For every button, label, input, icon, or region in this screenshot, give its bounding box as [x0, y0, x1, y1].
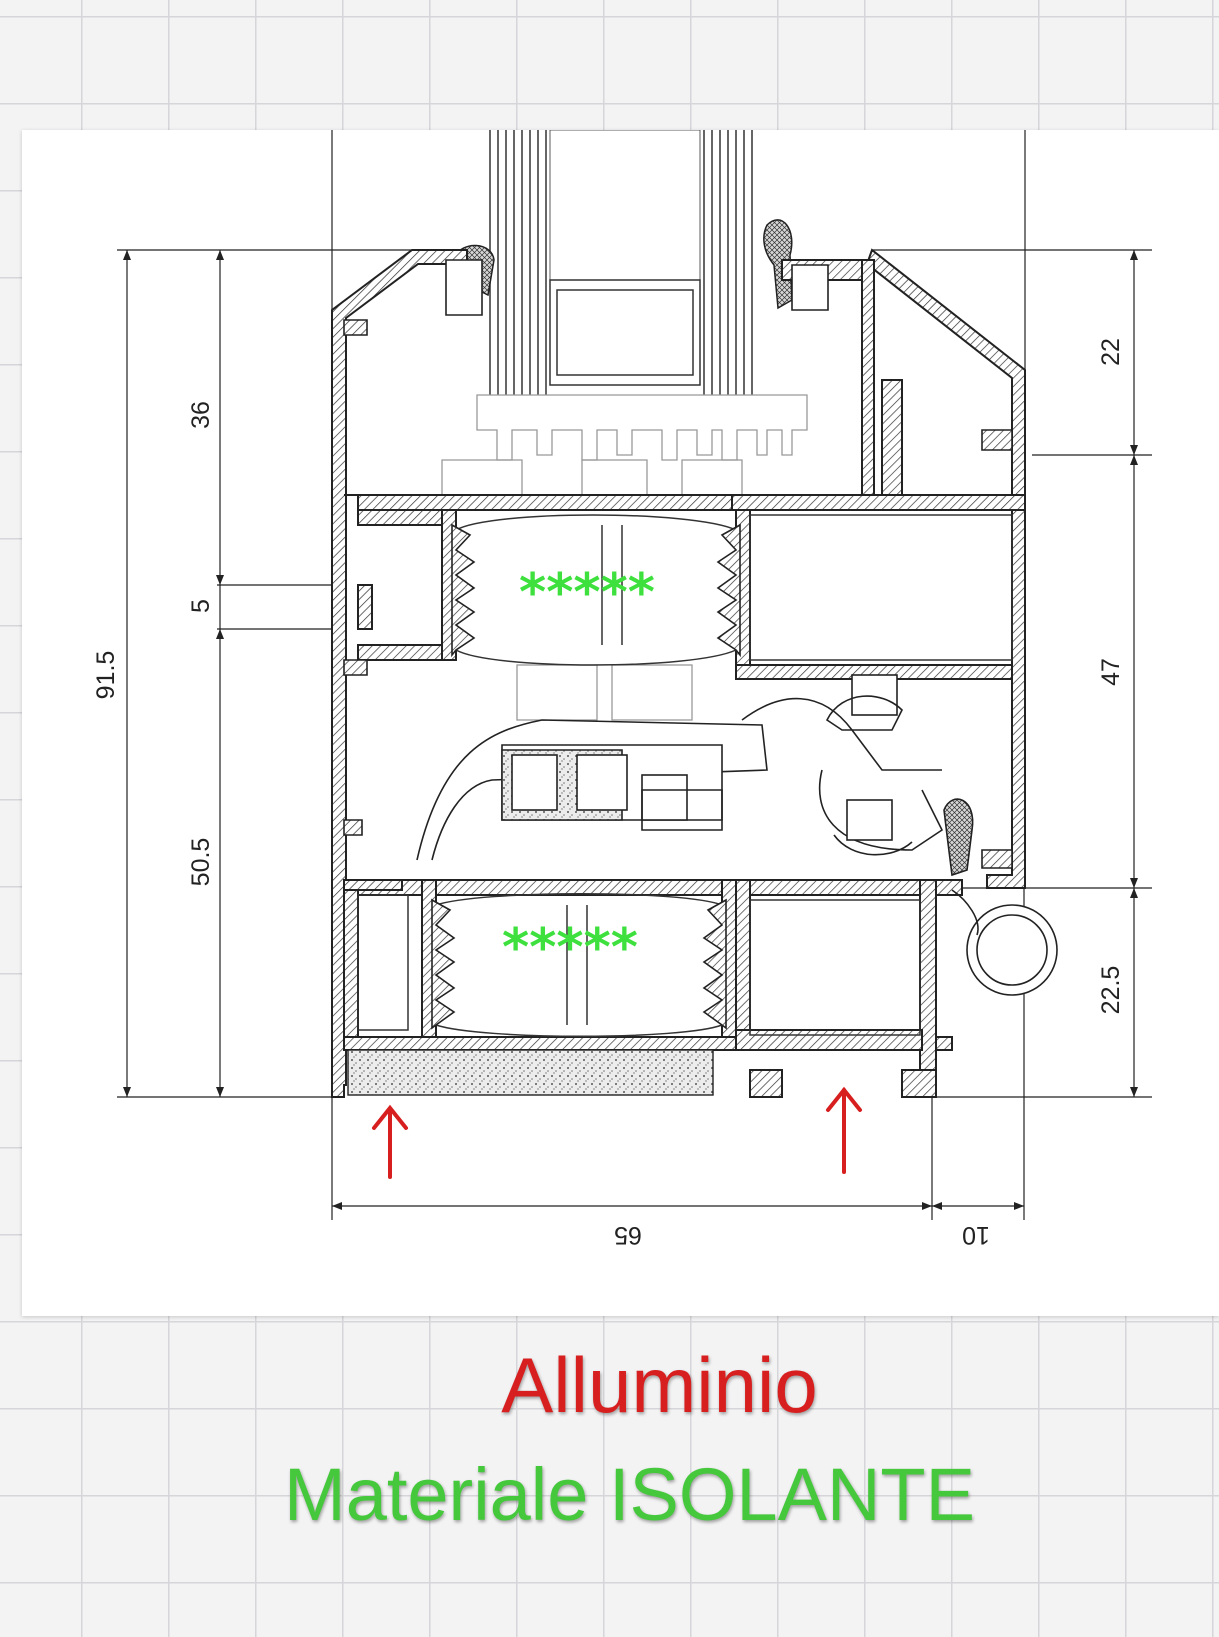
insulation-mark-upper: *****	[519, 563, 655, 623]
drip-gasket	[943, 798, 1058, 996]
insulation-mark-lower: *****	[502, 918, 638, 978]
aluminium-arrows	[372, 1086, 862, 1179]
drawing-sheet: 91.5 36 5 50.5 22 47 22.5 65 10	[22, 130, 1219, 1316]
arrow-up-right	[826, 1086, 862, 1174]
window-section-drawing: 91.5 36 5 50.5 22 47 22.5 65 10	[92, 130, 1152, 1249]
profile-clips	[343, 259, 1013, 1030]
dimension-lines	[123, 250, 1138, 1210]
dim-right-bottom: 22.5	[1097, 966, 1125, 1015]
arrow-up-left	[372, 1104, 408, 1179]
thermal-break-walls	[357, 514, 1013, 1037]
dim-gap: 5	[187, 599, 215, 613]
dim-lower-height: 50.5	[187, 838, 215, 887]
dim-total-height: 91.5	[92, 651, 120, 700]
insulation-fill	[347, 1049, 714, 1096]
dim-right-middle: 47	[1097, 658, 1125, 686]
dim-bottom-extra: 10	[962, 1221, 990, 1249]
dim-right-top: 22	[1097, 338, 1125, 366]
caption-insulating-material: Materiale ISOLANTE	[284, 1453, 975, 1536]
dim-upper-height: 36	[187, 401, 215, 429]
caption-aluminium: Alluminio	[501, 1341, 818, 1429]
dim-bottom-width: 65	[614, 1221, 642, 1249]
glazing-gaskets	[452, 219, 793, 310]
sash-profile	[416, 674, 944, 861]
glazing-unit	[489, 130, 753, 395]
